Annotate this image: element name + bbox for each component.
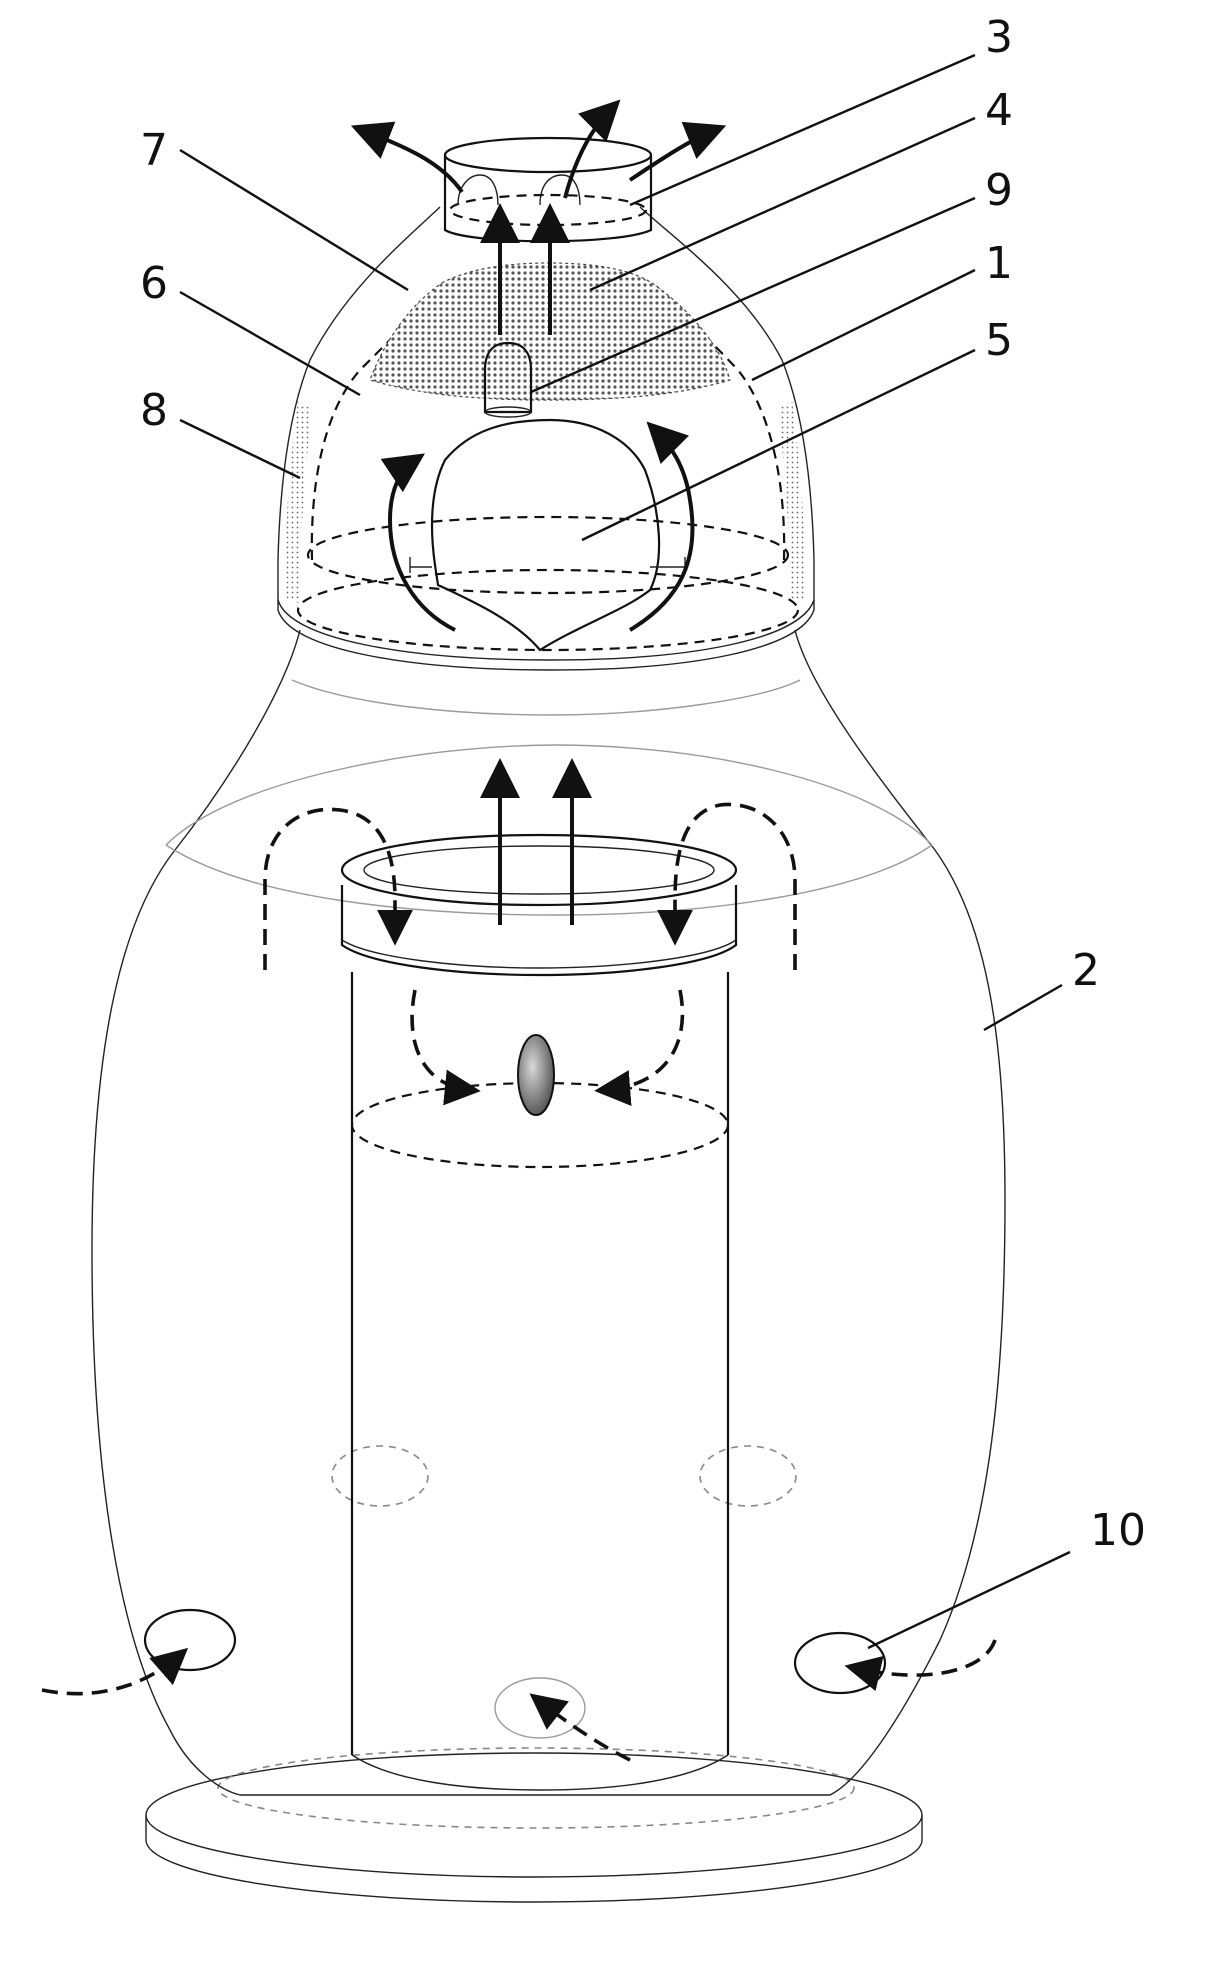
leader-6 — [179, 290, 361, 397]
inner-baffle — [296, 284, 800, 652]
label-6: 6 — [140, 258, 168, 309]
label-9: 9 — [985, 165, 1013, 216]
leader-7 — [179, 148, 409, 292]
candle-flame — [517, 1034, 555, 1116]
label-3: 3 — [985, 12, 1013, 63]
leader-1 — [751, 268, 976, 382]
outer-glass-body — [91, 629, 1006, 1796]
label-2: 2 — [1072, 945, 1100, 996]
leader-2 — [983, 983, 1063, 1032]
leader-9 — [530, 196, 976, 394]
leader-3 — [629, 53, 976, 207]
leader-8 — [179, 418, 301, 480]
sensor-element — [483, 341, 533, 418]
label-8: 8 — [140, 385, 168, 436]
leader-5 — [581, 348, 976, 542]
leader-4 — [589, 116, 976, 292]
label-5: 5 — [985, 315, 1013, 366]
inner-cylinder — [340, 833, 738, 1791]
leader-10 — [867, 1550, 1071, 1650]
reflector — [409, 418, 686, 652]
airflow-arrows — [41, 99, 997, 1762]
rear-vent-holes — [331, 1445, 797, 1507]
base-plate — [145, 1747, 923, 1903]
reference-labels: 3 4 9 1 5 7 6 8 2 10 — [140, 12, 1146, 1556]
label-10: 10 — [1090, 1505, 1146, 1556]
front-vent-holes — [143, 1608, 887, 1739]
label-4: 4 — [985, 85, 1013, 136]
label-7: 7 — [140, 125, 168, 176]
label-1: 1 — [985, 238, 1013, 289]
leader-lines — [179, 53, 1071, 1650]
